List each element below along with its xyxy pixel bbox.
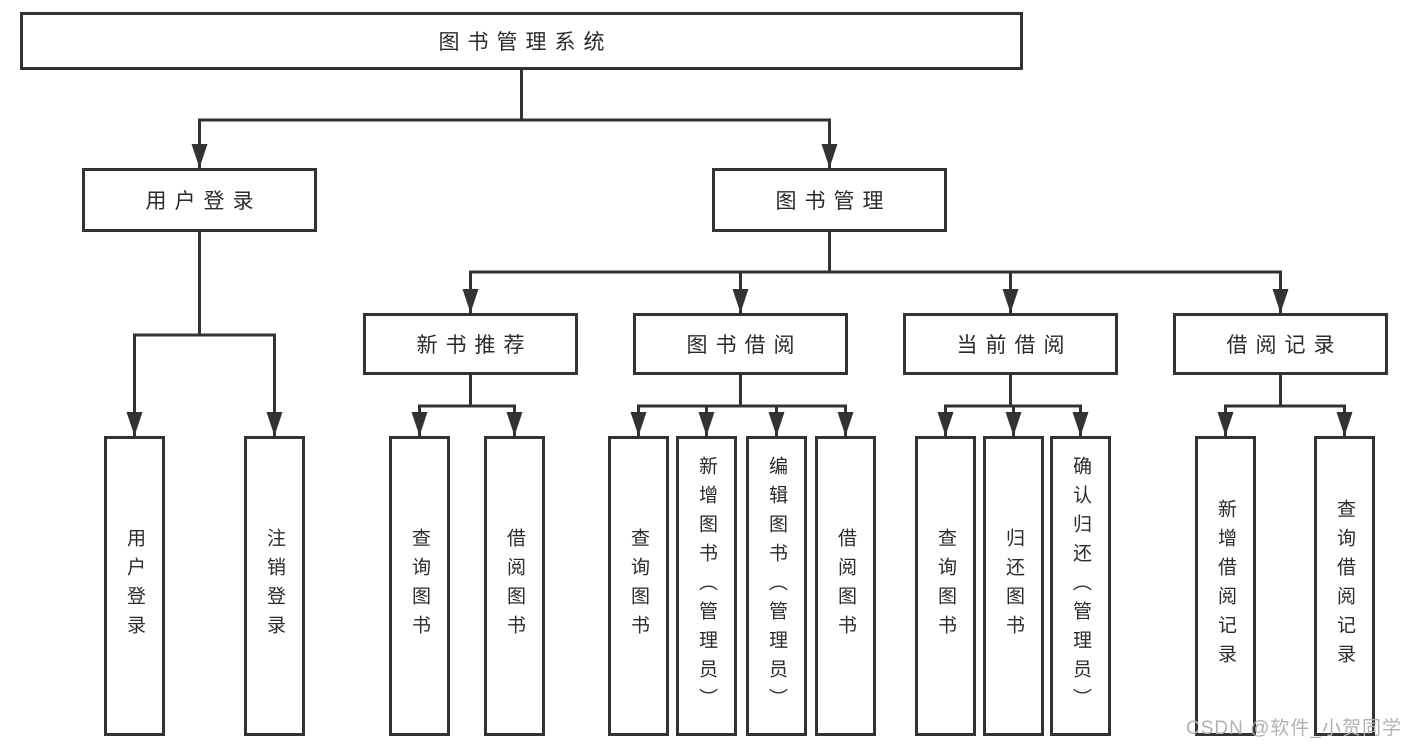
leaf-recommend-borrow-books-label: 借阅图书 xyxy=(504,528,525,644)
connector-book-borrow-children xyxy=(630,375,854,436)
node-user-login: 用户登录 xyxy=(82,168,317,232)
leaf-logout: 注销登录 xyxy=(244,436,305,736)
node-root-label: 图书管理系统 xyxy=(438,31,613,54)
node-root: 图书管理系统 xyxy=(20,12,1023,70)
leaf-confirm-return-admin: 确认归还（管理员） xyxy=(1050,436,1111,736)
leaf-current-query-books: 查询图书 xyxy=(915,436,976,736)
leaf-edit-book-admin-label: 编辑图书（管理员） xyxy=(766,455,787,717)
node-new-book-recommend-label: 新书推荐 xyxy=(416,334,533,357)
leaf-user-login: 用户登录 xyxy=(104,436,165,736)
connector-new-book-recommend-children xyxy=(411,375,523,436)
leaf-user-login-label: 用户登录 xyxy=(124,528,145,644)
node-user-login-label: 用户登录 xyxy=(145,190,262,213)
leaf-recommend-borrow-books: 借阅图书 xyxy=(484,436,545,736)
leaf-add-book-admin-label: 新增图书（管理员） xyxy=(696,455,717,717)
connector-current-borrow-children xyxy=(937,375,1089,436)
leaf-recommend-query-books-label: 查询图书 xyxy=(409,528,430,644)
connector-root-to-level2 xyxy=(191,70,838,168)
connector-borrow-records-children xyxy=(1217,375,1353,436)
leaf-edit-book-admin: 编辑图书（管理员） xyxy=(746,436,807,736)
leaf-add-borrow-record-label: 新增借阅记录 xyxy=(1215,499,1236,673)
leaf-add-borrow-record: 新增借阅记录 xyxy=(1195,436,1256,736)
leaf-logout-label: 注销登录 xyxy=(264,528,285,644)
leaf-borrow-query-books: 查询图书 xyxy=(608,436,669,736)
leaf-return-book-label: 归还图书 xyxy=(1003,528,1024,644)
leaf-return-book: 归还图书 xyxy=(983,436,1044,736)
node-book-borrow-label: 图书借阅 xyxy=(686,334,803,357)
csdn-watermark: CSDN @软件_小贺同学 xyxy=(1186,718,1402,739)
leaf-query-borrow-record: 查询借阅记录 xyxy=(1314,436,1375,736)
node-current-borrow-label: 当前借阅 xyxy=(956,334,1073,357)
node-new-book-recommend: 新书推荐 xyxy=(363,313,578,375)
leaf-current-query-books-label: 查询图书 xyxy=(935,528,956,644)
node-borrow-records: 借阅记录 xyxy=(1173,313,1388,375)
leaf-borrow-borrow-books-label: 借阅图书 xyxy=(835,528,856,644)
connector-user-login-children xyxy=(126,232,283,436)
node-borrow-records-label: 借阅记录 xyxy=(1226,334,1343,357)
connector-book-management-children xyxy=(462,232,1289,313)
leaf-confirm-return-admin-label: 确认归还（管理员） xyxy=(1070,455,1091,717)
leaf-borrow-borrow-books: 借阅图书 xyxy=(815,436,876,736)
leaf-add-book-admin: 新增图书（管理员） xyxy=(676,436,737,736)
node-current-borrow: 当前借阅 xyxy=(903,313,1118,375)
leaf-recommend-query-books: 查询图书 xyxy=(389,436,450,736)
leaf-borrow-query-books-label: 查询图书 xyxy=(628,528,649,644)
node-book-management-label: 图书管理 xyxy=(775,190,892,213)
node-book-borrow: 图书借阅 xyxy=(633,313,848,375)
leaf-query-borrow-record-label: 查询借阅记录 xyxy=(1334,499,1355,673)
node-book-management: 图书管理 xyxy=(712,168,947,232)
